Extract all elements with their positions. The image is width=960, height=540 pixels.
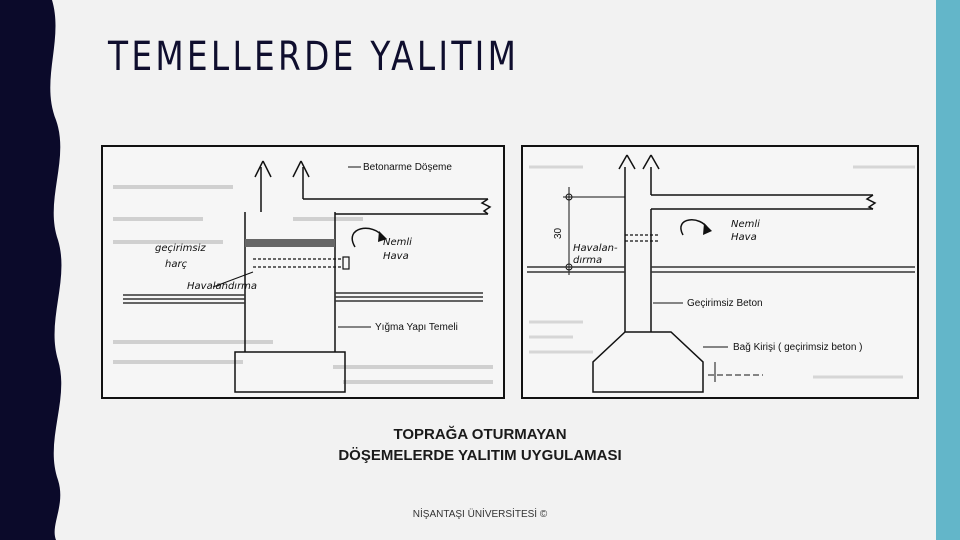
label-harc: harç (165, 259, 188, 270)
ground-lines (527, 266, 915, 273)
label-hava: Hava (383, 251, 409, 262)
label-bag-kirisi: Bağ Kirişi ( geçirimsiz beton ) (733, 342, 862, 353)
background-scan-noise (113, 185, 493, 384)
wall (618, 154, 877, 332)
label-nemli: Nemli (383, 237, 412, 248)
label-havalandirma: Havalandırma (187, 281, 257, 292)
vent-pipe (253, 256, 350, 270)
wall (244, 160, 336, 352)
label-nemli-right: Nemli (731, 219, 760, 230)
diagram-left-drawing: Betonarme Döşeme geçirimsiz harç Havalan… (113, 160, 493, 393)
background-scan-noise (529, 165, 915, 379)
diagram-right: 30 Havalan- dırma Nemli Hava Geçirimsiz … (521, 145, 919, 399)
footing-right (592, 331, 704, 393)
membrane-hatch (245, 239, 335, 247)
footing (234, 351, 346, 393)
leader-lines (212, 166, 371, 328)
figure-caption: TOPRAĞA OTURMAYAN DÖŞEMELERDE YALITIM UY… (280, 424, 680, 466)
label-hava-right: Hava (731, 232, 757, 243)
decorative-left-band (0, 0, 62, 540)
dimension-line (563, 187, 625, 275)
ground-lines (123, 292, 483, 304)
footer-copyright: NİŞANTAŞI ÜNİVERSİTESİ © (412, 509, 548, 520)
label-beton-doseme: Betonarme Döşeme (363, 162, 452, 173)
caption-line-1: TOPRAĞA OTURMAYAN (393, 426, 567, 443)
arrow-head (703, 223, 712, 235)
label-temel: Yığma Yapı Temeli (375, 322, 458, 333)
label-dirma: dırma (573, 255, 602, 266)
vent (625, 234, 658, 242)
concrete-slab (303, 198, 492, 215)
slide-title: TEMELLERDE YALITIM (108, 34, 520, 80)
label-gecirimsiz: geçirimsiz (155, 243, 206, 254)
wavy-band-shape (0, 0, 62, 540)
label-dim-30: 30 (553, 227, 564, 239)
label-havalan: Havalan- (573, 243, 618, 254)
caption-line-2: DÖŞEMELERDE YALITIM UYGULAMASI (338, 447, 622, 464)
leader-lines (653, 302, 763, 382)
arrow-head (378, 231, 387, 242)
accent-strip (936, 0, 960, 540)
swirl-arrow (351, 227, 384, 248)
label-gecirimsiz-beton: Geçirimsiz Beton (687, 298, 763, 309)
diagram-left: Betonarme Döşeme geçirimsiz harç Havalan… (101, 145, 505, 399)
diagram-right-drawing: 30 Havalan- dırma Nemli Hava Geçirimsiz … (527, 154, 915, 393)
